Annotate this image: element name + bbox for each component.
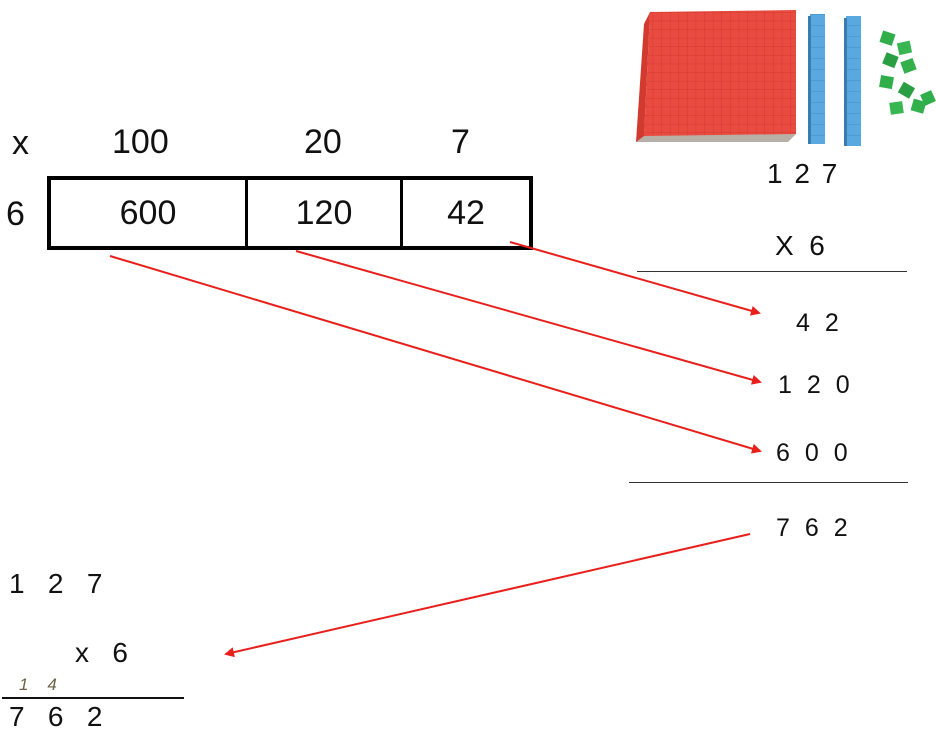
product-cell-tens: 120 <box>248 180 403 246</box>
ten-rod-block-icon-2 <box>844 16 861 146</box>
partial-product-tens: 1 2 0 <box>778 371 854 399</box>
algorithm-multiplier: x 6 <box>75 637 128 668</box>
column-divider-top <box>637 271 907 272</box>
algorithm-multiplicand: 1 2 7 <box>9 568 103 599</box>
operator-label: x <box>12 124 29 162</box>
algorithm-divider <box>2 697 184 699</box>
ten-rod-block-icon <box>808 14 825 144</box>
column-header-tens: 20 <box>304 123 342 161</box>
base-ten-blocks-picture <box>636 10 936 146</box>
hundred-flat-block-icon <box>636 10 796 142</box>
column-header-hundreds: 100 <box>112 123 169 161</box>
column-divider-bottom <box>629 482 908 483</box>
column-total: 7 6 2 <box>776 514 852 542</box>
partial-product-hundreds: 6 0 0 <box>776 439 852 467</box>
unit-cube-block-icon <box>879 30 936 115</box>
row-multiplier-label: 6 <box>6 195 25 233</box>
product-cell-ones: 42 <box>447 193 485 232</box>
algorithm-result: 7 6 2 <box>9 701 103 732</box>
column-multiplicand: 1 2 7 <box>767 158 838 189</box>
arrow-42-to-partial <box>509 241 761 316</box>
product-cell-hundreds: 600 <box>51 180 248 246</box>
arrow-120-to-partial <box>295 250 762 385</box>
column-header-ones: 7 <box>451 123 470 161</box>
partial-product-ones: 4 2 <box>796 309 843 337</box>
algorithm-carry-digits: 1 4 <box>19 675 57 694</box>
arrow-total-to-algorithm <box>224 533 751 658</box>
arrow-600-to-partial <box>109 255 762 454</box>
area-model-grid: 600 120 42 <box>47 176 533 250</box>
column-multiplier: X 6 <box>775 230 825 261</box>
